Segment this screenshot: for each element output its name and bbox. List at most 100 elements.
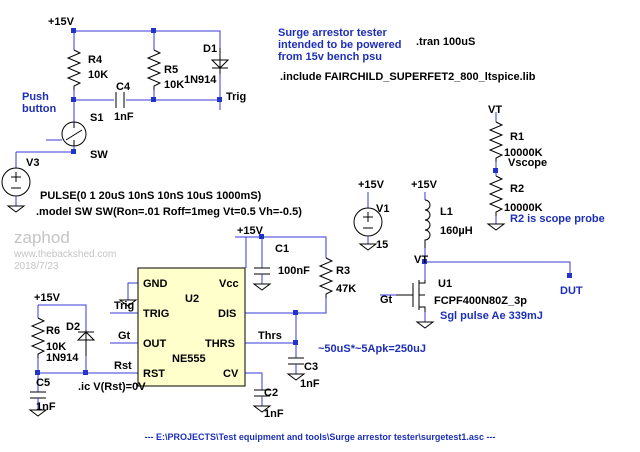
v1-ground: [358, 243, 378, 251]
u1-mosfet: [396, 280, 426, 312]
c4-ref: C4: [116, 81, 131, 93]
pin-rst: RST: [143, 368, 165, 380]
push-label-1: Push: [22, 91, 49, 103]
watermark-date: 2018/7/23: [14, 261, 59, 272]
pin-out: OUT: [143, 338, 167, 350]
d1-ref: D1: [203, 43, 217, 55]
r2-ground: [486, 223, 506, 231]
r4-value: 10K: [88, 69, 108, 81]
r4-resistor: [66, 49, 82, 90]
power-stage: +15V L1 160µH VT U1 FCPF400N80Z_3p Sgl p…: [380, 179, 583, 329]
c1-capacitor: [254, 267, 270, 275]
pin-gnd: GND: [143, 278, 168, 290]
watermark-name: zaphod: [14, 228, 70, 247]
c3-capacitor: [288, 357, 304, 365]
vscope-label: Vscope: [508, 157, 547, 169]
r1-ref: R1: [510, 131, 524, 143]
watermark-site: www.thebackshed.com: [13, 249, 116, 260]
trig-net-label: Trig: [226, 91, 246, 103]
r5-ref: R5: [164, 64, 178, 76]
pin-dis: DIS: [218, 308, 236, 320]
r2-resistor: [488, 175, 504, 216]
c1-value: 100nF: [278, 265, 310, 277]
push-label-2: button: [22, 103, 56, 115]
u1-ground: [415, 321, 435, 329]
c5-ref: C5: [36, 377, 50, 389]
pulse-calc-note: ~50uS*~5Apk=250uJ: [318, 343, 426, 355]
l1-value: 160µH: [440, 225, 473, 237]
l1-ref: L1: [440, 206, 453, 218]
r4-ref: R4: [88, 54, 103, 66]
pin-trig: TRIG: [143, 308, 169, 320]
switch-and-source: Push button S1 SW V3 PULSE(0 1 20uS 10nS…: [1, 91, 302, 218]
plus15-label-555: +15V: [237, 225, 264, 237]
c5-value: 1nF: [36, 401, 56, 413]
trigger-network: +15V R4 10K R5 10K C4 1nF D1 1N914 Trig: [48, 16, 246, 123]
plus15-label-l1: +15V: [411, 179, 438, 191]
gt-net-555: Gt: [118, 330, 131, 342]
v1-supply: +15V V1 15: [353, 179, 389, 251]
title-line-3: from 15v bench psu: [278, 51, 382, 63]
s1-sw-net: SW: [90, 149, 108, 161]
plus15-label-r6: +15V: [34, 292, 61, 304]
v1-ref: V1: [376, 203, 389, 215]
scope-divider: VT R1 10000K Vscope R2 10000K R2 is scop…: [486, 104, 605, 231]
u1-ref: U1: [438, 278, 452, 290]
pin-vcc: Vcc: [219, 278, 239, 290]
c3-ground: [286, 373, 306, 381]
c2-ref: C2: [264, 387, 278, 399]
d1-value: 1N914: [184, 74, 217, 86]
d2-ref: D2: [66, 321, 80, 333]
c2-value: 1nF: [264, 408, 284, 420]
ne555-section: +15V C1 100nF R3 47K GND Vcc U2 TRIG DIS…: [83, 225, 426, 420]
r3-value: 47K: [336, 283, 356, 295]
v3-ref: V3: [26, 157, 39, 169]
u2-ne555-chip: [137, 267, 246, 387]
model-directive: .model SW SW(Ron=.01 Roff=1meg Vt=0.5 Vh…: [36, 206, 302, 218]
pulse-energy-note: Sgl pulse Ae 339mJ: [440, 310, 543, 322]
u2-part: NE555: [172, 353, 206, 365]
c4-capacitor: [115, 92, 125, 108]
v3-ground: [6, 205, 26, 213]
c3-value: 1nF: [300, 378, 320, 390]
r6-ref: R6: [46, 325, 60, 337]
c2-ground: [252, 405, 272, 413]
u2-ref: U2: [185, 293, 199, 305]
watermark: zaphod www.thebackshed.com 2018/7/23: [13, 228, 116, 272]
c5-ground: [28, 409, 48, 417]
plus15-label-1: +15V: [48, 16, 75, 28]
d1-diode: [210, 48, 230, 74]
c5-capacitor: [30, 391, 46, 399]
r3-resistor: [318, 257, 334, 298]
pin-cv: CV: [223, 368, 239, 380]
vt-label-top: VT: [488, 104, 502, 116]
r5-value: 10K: [164, 79, 184, 91]
title-line-1: Surge arrestor tester: [278, 27, 388, 39]
r1-value: 10000K: [504, 147, 543, 159]
trig-net-555: Trig: [114, 300, 134, 312]
plus15-label-v1: +15V: [358, 179, 385, 191]
r6-resistor: [30, 317, 46, 358]
r1-resistor: [488, 121, 504, 162]
rst-net-label: Rst: [114, 360, 132, 372]
r2-value: 10000K: [504, 202, 543, 214]
d2-value: 1N914: [46, 352, 79, 364]
gt-label-fet: Gt: [380, 294, 393, 306]
reset-network: +15V R6 10K D2 1N914 C5 1nF .ic V(Rst)=0…: [28, 292, 146, 417]
v1-value: 15: [376, 239, 388, 251]
include-directive: .include FAIRCHILD_SUPERFET2_800_ltspice…: [280, 71, 536, 83]
r5-resistor: [146, 49, 162, 90]
vt-label-fet: VT: [414, 254, 428, 266]
u1-value: FCPF400N80Z_3p: [434, 295, 527, 307]
file-path-footer: --- E:\PROJECTS\Test equipment and tools…: [145, 432, 496, 442]
c1-ground: [252, 283, 272, 291]
pulse-directive: PULSE(0 1 20uS 10nS 10nS 10uS 1000mS): [40, 190, 262, 202]
c3-ref: C3: [304, 361, 318, 373]
c4-value: 1nF: [114, 111, 134, 123]
dut-label: DUT: [560, 285, 583, 297]
r3-ref: R3: [336, 265, 350, 277]
title-line-2: intended to be powered: [278, 39, 401, 51]
d2-diode: [76, 330, 96, 356]
tran-directive: .tran 100uS: [416, 36, 475, 48]
